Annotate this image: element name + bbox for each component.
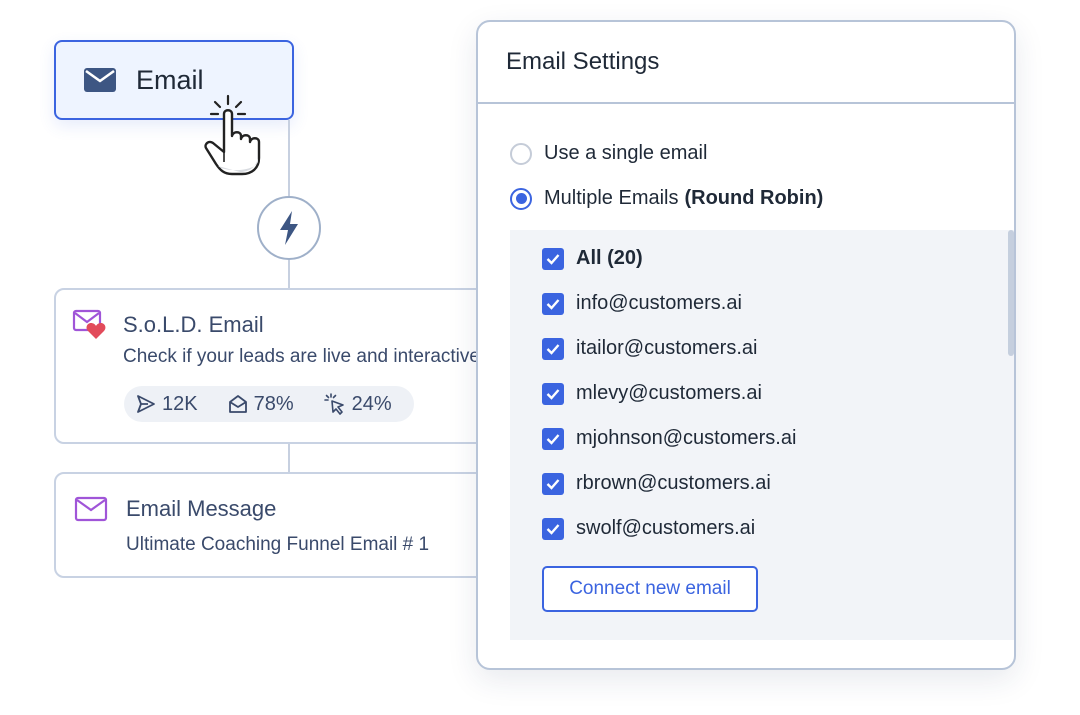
trigger-label: Email bbox=[136, 64, 204, 95]
checkbox-email[interactable]: mlevy@customers.ai bbox=[542, 382, 762, 405]
radio-button-selected[interactable] bbox=[510, 187, 532, 210]
stat-value: 12K bbox=[162, 392, 198, 415]
email-message-card[interactable]: Email Message Ultimate Coaching Funnel E… bbox=[54, 472, 514, 578]
stat-value: 78% bbox=[253, 392, 294, 415]
check-icon bbox=[546, 253, 560, 265]
card-title: Email Message bbox=[126, 496, 277, 521]
connect-new-email-button[interactable]: Connect new email bbox=[542, 566, 758, 612]
check-icon bbox=[546, 298, 560, 310]
checkbox-label: swolf@customers.ai bbox=[576, 517, 756, 539]
connector-line bbox=[288, 120, 290, 196]
checkbox-label: mlevy@customers.ai bbox=[576, 382, 762, 404]
checkbox-label: info@customers.ai bbox=[576, 292, 742, 314]
checkbox-email[interactable]: info@customers.ai bbox=[542, 292, 742, 315]
radio-label: Use a single email bbox=[544, 142, 708, 164]
checkbox-email[interactable]: rbrown@customers.ai bbox=[542, 472, 771, 495]
check-icon bbox=[546, 388, 560, 400]
checkbox-all[interactable]: All (20) bbox=[542, 247, 643, 270]
trigger-node[interactable] bbox=[257, 196, 321, 260]
stat-value: 24% bbox=[351, 392, 392, 415]
radio-label: Multiple Emails bbox=[544, 187, 679, 209]
envelope-icon bbox=[84, 68, 116, 92]
email-settings-panel: Email Settings Use a single email Multip… bbox=[476, 20, 1016, 670]
stats-bar: 12K 78% 24% bbox=[124, 386, 414, 422]
checkbox-checked[interactable] bbox=[542, 337, 564, 360]
lightning-bolt-icon bbox=[280, 211, 298, 245]
check-icon bbox=[546, 343, 560, 355]
checkbox-checked[interactable] bbox=[542, 517, 564, 540]
email-list: All (20) info@customers.ai itailor@custo… bbox=[510, 230, 1014, 640]
connector-line bbox=[288, 260, 290, 288]
card-subtitle: Check if your leads are live and interac… bbox=[123, 346, 480, 367]
connector-line bbox=[288, 444, 290, 472]
checkbox-label: itailor@customers.ai bbox=[576, 337, 758, 359]
scrollbar[interactable] bbox=[1006, 230, 1014, 640]
checkbox-email[interactable]: mjohnson@customers.ai bbox=[542, 427, 796, 450]
check-icon bbox=[546, 478, 560, 490]
panel-header: Email Settings bbox=[478, 22, 1014, 104]
pointer-hand-icon bbox=[204, 94, 261, 176]
checkbox-checked[interactable] bbox=[542, 247, 564, 270]
panel-title: Email Settings bbox=[506, 48, 660, 75]
checkbox-email[interactable]: swolf@customers.ai bbox=[542, 517, 755, 540]
checkbox-label: mjohnson@customers.ai bbox=[576, 427, 797, 449]
checkbox-label: rbrown@customers.ai bbox=[576, 472, 771, 494]
checkbox-checked[interactable] bbox=[542, 427, 564, 450]
card-title: S.o.L.D. Email bbox=[123, 312, 264, 337]
checkbox-checked[interactable] bbox=[542, 292, 564, 315]
send-icon bbox=[137, 395, 155, 413]
checkbox-email[interactable]: itailor@customers.ai bbox=[542, 337, 757, 360]
card-subtitle: Ultimate Coaching Funnel Email # 1 bbox=[126, 534, 430, 555]
checkbox-label: All (20) bbox=[576, 247, 643, 269]
sold-email-card[interactable]: S.o.L.D. Email Check if your leads are l… bbox=[54, 288, 514, 444]
stat-sent: 12K bbox=[136, 393, 198, 416]
radio-button[interactable] bbox=[510, 142, 532, 165]
envelope-icon bbox=[74, 496, 108, 522]
stat-clicked: 24% bbox=[323, 392, 392, 416]
open-envelope-icon bbox=[228, 395, 247, 413]
radio-single-email[interactable]: Use a single email bbox=[510, 142, 707, 165]
scroll-thumb[interactable] bbox=[1008, 230, 1014, 356]
check-icon bbox=[546, 433, 560, 445]
check-icon bbox=[546, 523, 560, 535]
radio-multiple-emails[interactable]: Multiple Emails (Round Robin) bbox=[510, 187, 823, 210]
email-heart-icon bbox=[72, 309, 106, 339]
stat-opened: 78% bbox=[228, 393, 294, 416]
checkbox-checked[interactable] bbox=[542, 472, 564, 495]
click-icon bbox=[323, 393, 344, 415]
radio-label-emphasis: (Round Robin) bbox=[684, 187, 824, 209]
checkbox-checked[interactable] bbox=[542, 382, 564, 405]
email-trigger-button[interactable]: Email bbox=[54, 40, 294, 120]
